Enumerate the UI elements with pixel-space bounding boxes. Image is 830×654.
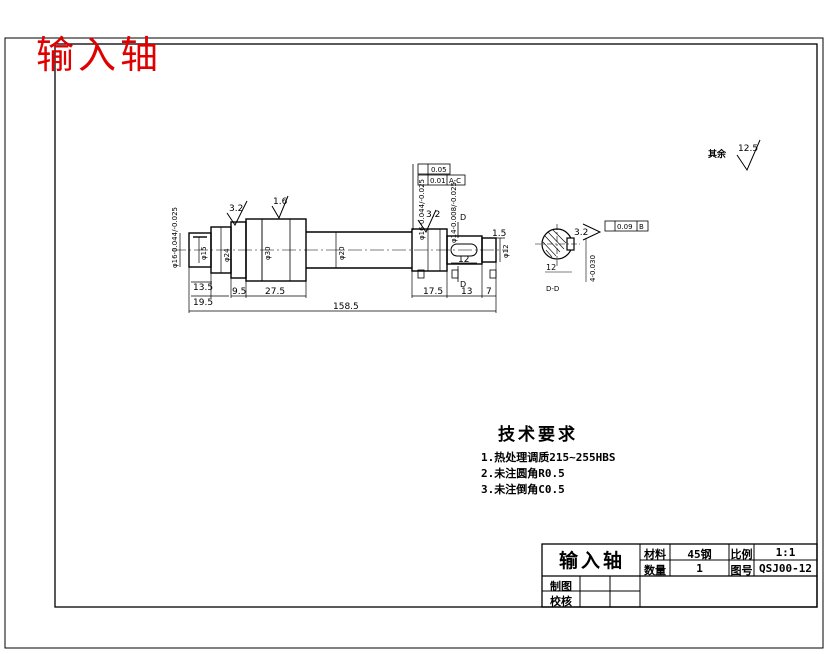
dim-13: 13 (461, 287, 472, 297)
tolerance-frames (412, 163, 649, 232)
title-block (541, 543, 818, 608)
quantity-label: 数量 (644, 564, 666, 577)
section-dims (535, 224, 587, 282)
roughness-symbols (226, 139, 761, 241)
title-block-part-name: 输入轴 (558, 550, 625, 572)
dimension-texts: 3.2 1.6 3.2 12.5 0.05 0.01 A-C 0.09 B 13… (171, 144, 758, 312)
tech-note-3: 3.未注倒角C0.5 (481, 483, 565, 496)
section-markers (417, 222, 497, 282)
rest-label: 其余 (708, 148, 727, 160)
dim-9-5: 9.5 (232, 287, 246, 297)
tech-requirements-title: 技术要求 (498, 425, 578, 445)
dim-12: 12 (458, 255, 469, 265)
roughness-general: 12.5 (738, 144, 758, 154)
dia-30: φ30 (264, 246, 272, 260)
material-value: 45钢 (687, 548, 712, 561)
drawn-label: 制图 (550, 580, 572, 593)
dia-15: φ15 (200, 246, 208, 260)
dim-27-5: 27.5 (265, 287, 285, 297)
dim-13-5: 13.5 (193, 283, 213, 293)
dia-left-journal: φ16-0.044/-0.025 (171, 207, 179, 268)
drawing-no-value: QSJ00-12 (759, 562, 812, 575)
dim-17-5: 17.5 (423, 287, 443, 297)
dim-7: 7 (486, 287, 492, 297)
key-width: 4-0.030 (589, 255, 597, 282)
section-cut-top: D (460, 213, 466, 222)
dim-1-5: 1.5 (492, 229, 506, 239)
outer-border (4, 37, 824, 649)
roughness-3-2-right: 3.2 (426, 210, 440, 220)
runout-value: 0.01 (430, 177, 446, 185)
material-label: 材料 (644, 548, 666, 561)
dia-12: φ12 (502, 244, 510, 258)
section-roughness: 3.2 (574, 228, 588, 238)
section-depth: 12 (546, 263, 556, 272)
roughness-1-6: 1.6 (273, 197, 288, 207)
symmetry-value: 0.09 (617, 223, 633, 231)
tech-note-1: 1.热处理调质215~255HBS (481, 451, 616, 464)
dia-14: φ14-0.008/-0.025 (450, 182, 458, 243)
cylindricity-value: 0.05 (431, 166, 447, 174)
section-hatching (542, 229, 567, 258)
runout-datum: A-C (449, 177, 461, 185)
dia-right-journal: φ16-0.044/-0.025 (418, 179, 426, 240)
inner-border (54, 43, 818, 608)
checked-label: 校核 (550, 595, 572, 608)
page-title: 输入轴 (36, 33, 163, 77)
dimension-lines (179, 219, 505, 313)
section-cut-bottom: D (460, 280, 466, 289)
section-view (541, 228, 575, 260)
quantity-value: 1 (696, 562, 703, 575)
tech-note-2: 2.未注圆角R0.5 (481, 467, 565, 480)
dim-158-5: 158.5 (333, 302, 359, 312)
roughness-3-2-left: 3.2 (229, 204, 243, 214)
dia-24: φ24 (223, 248, 231, 262)
scale-value: 1:1 (775, 546, 796, 559)
symmetry-datum: B (639, 223, 644, 231)
scale-label: 比例 (730, 548, 753, 561)
dim-19-5: 19.5 (193, 298, 213, 308)
drawing-no-label: 图号 (730, 564, 753, 577)
dia-20: φ20 (338, 246, 346, 260)
section-label: D-D (546, 285, 559, 293)
